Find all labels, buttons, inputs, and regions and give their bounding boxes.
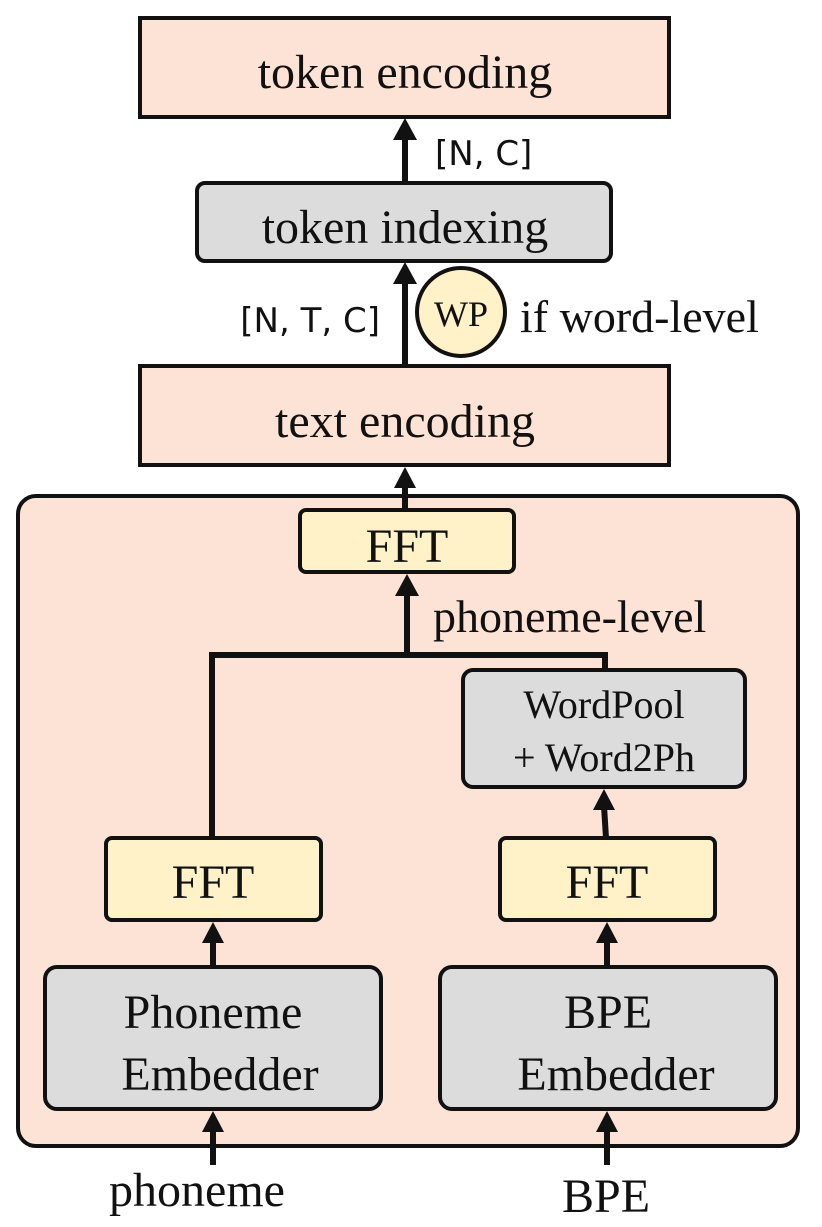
wp-circle-label: WP (434, 294, 488, 334)
if-word-level-label: if word-level (520, 291, 759, 342)
arrow-fft-right-to-wordpool (601, 805, 609, 839)
arrowhead-bpe-embedder-to-fft (596, 922, 618, 943)
wordpool-block: WordPool + Word2Ph (461, 668, 747, 789)
token-encoding-block: token encoding (138, 16, 671, 119)
wp-circle: WP (415, 266, 507, 358)
arrowhead-text-to-indexing (393, 262, 417, 284)
token-indexing-block: token indexing (195, 181, 613, 263)
phoneme-level-label: phoneme-level (433, 591, 706, 642)
shape-ntc-label: [N, T, C] (240, 301, 380, 341)
phoneme-embedder-label-line2: Embedder (121, 1048, 318, 1101)
bpe-embedder-block: BPE Embedder (438, 965, 778, 1111)
input-bpe-label: BPE (562, 1170, 650, 1223)
arrowhead-indexing-to-encoding (393, 118, 417, 140)
fft-right-label: FFT (566, 856, 649, 909)
arrowhead-merge-to-fft-top (395, 574, 419, 596)
phoneme-embedder-block: Phoneme Embedder (43, 965, 383, 1111)
text-encoding-block: text encoding (138, 364, 671, 467)
fft-right-block: FFT (498, 836, 717, 922)
fft-top-label: FFT (366, 520, 449, 573)
bpe-embedder-label-line1: BPE (564, 986, 652, 1039)
token-encoding-label: token encoding (258, 46, 553, 99)
text-encoding-label: text encoding (275, 395, 535, 448)
phoneme-embedder-label-line1: Phoneme (124, 986, 303, 1039)
wordpool-label-line1: WordPool (523, 682, 684, 727)
wordpool-label-line2: + Word2Ph (513, 735, 695, 780)
arrowhead-fft-to-text-encoding (394, 467, 416, 488)
arrowhead-input-phoneme (202, 1111, 224, 1132)
bpe-embedder-label-line2: Embedder (517, 1048, 714, 1101)
arrowhead-fft-right-to-wordpool (593, 789, 615, 810)
input-phoneme-label: phoneme (109, 1164, 285, 1217)
fft-top-block: FFT (298, 508, 516, 574)
token-indexing-label: token indexing (262, 201, 549, 254)
fft-left-label: FFT (172, 856, 255, 909)
fft-left-block: FFT (104, 836, 323, 922)
shape-nc-label: [N, C] (435, 134, 532, 174)
arrowhead-phoneme-embedder-to-fft (202, 922, 224, 943)
arrowhead-input-bpe (596, 1111, 618, 1132)
